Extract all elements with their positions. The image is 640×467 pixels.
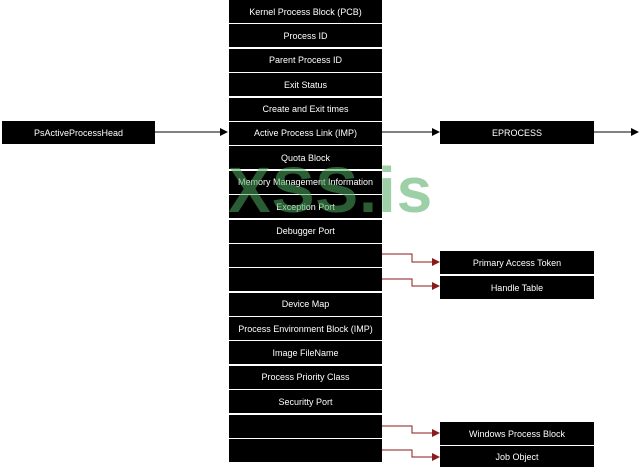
- handle-table-box: Handle Table: [440, 276, 594, 299]
- eprocess-field-row: Process Environment Block (IMP): [229, 317, 382, 341]
- token-pointer-arrow: [382, 253, 440, 266]
- handle-table-pointer-arrow: [382, 278, 440, 290]
- eprocess-field-row: [229, 414, 382, 438]
- eprocess-field-row: Exit Status: [229, 73, 382, 97]
- eprocess-field-row: [229, 268, 382, 292]
- eprocess-field-row: Process ID: [229, 24, 382, 48]
- eprocess-field-row: Securitty Port: [229, 390, 382, 414]
- ps-active-process-head: PsActiveProcessHead: [2, 121, 155, 144]
- eprocess-field-row: Device Map: [229, 292, 382, 316]
- job-object-pointer-arrow: [382, 449, 440, 461]
- eprocess-field-row: Create and Exit times: [229, 97, 382, 121]
- eprocess-field-row: Parent Process ID: [229, 48, 382, 72]
- eprocess-field-row: Memory Management Information: [229, 170, 382, 194]
- eprocess-field-row: Quota Block: [229, 146, 382, 170]
- job-object-box: Job Object: [440, 446, 594, 467]
- eprocess-field-row: [229, 243, 382, 267]
- eprocess-field-row: Kernel Process Block (PCB): [229, 0, 382, 23]
- eprocess-field-row: Active Process Link (IMP): [229, 121, 382, 145]
- eprocess-field-row: Exception Port: [229, 195, 382, 219]
- wpb-pointer-arrow: [382, 425, 440, 437]
- windows-process-block-box: Windows Process Block: [440, 422, 594, 445]
- eprocess-field-row: [229, 439, 382, 463]
- eprocess-field-row: Debugger Port: [229, 219, 382, 243]
- eprocess-field-row: Image FileName: [229, 341, 382, 365]
- primary-access-token-box: Primary Access Token: [440, 251, 594, 274]
- eprocess-field-row: Process Priority Class: [229, 365, 382, 389]
- eprocess-node: EPROCESS: [440, 121, 594, 144]
